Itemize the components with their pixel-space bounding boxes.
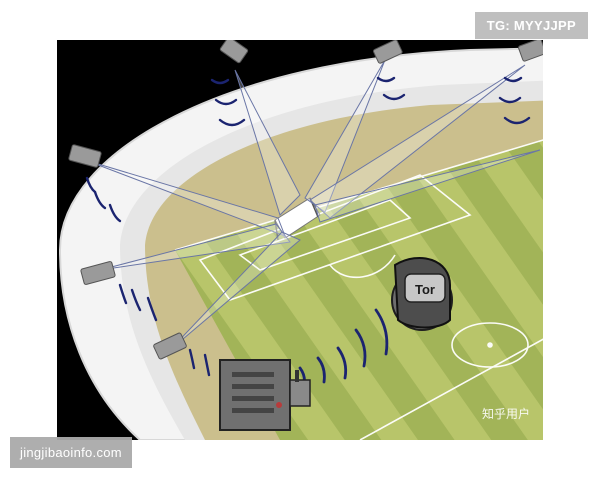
- camera-icon: [68, 40, 543, 360]
- camera-rays: [84, 59, 541, 351]
- watermark-top-right: TG: MYYJJPP: [474, 12, 588, 39]
- ball-label: Tor: [415, 282, 435, 297]
- pitch-markings: [174, 134, 543, 440]
- watermark-bottom-right: 知乎用户: [481, 407, 530, 421]
- server-icon: [219, 359, 311, 431]
- watermark-bottom-left: jingjibaoinfo.com: [10, 437, 132, 468]
- ball-sensor-icon: Tor: [391, 256, 453, 331]
- signal-wave-icon: [85, 76, 531, 377]
